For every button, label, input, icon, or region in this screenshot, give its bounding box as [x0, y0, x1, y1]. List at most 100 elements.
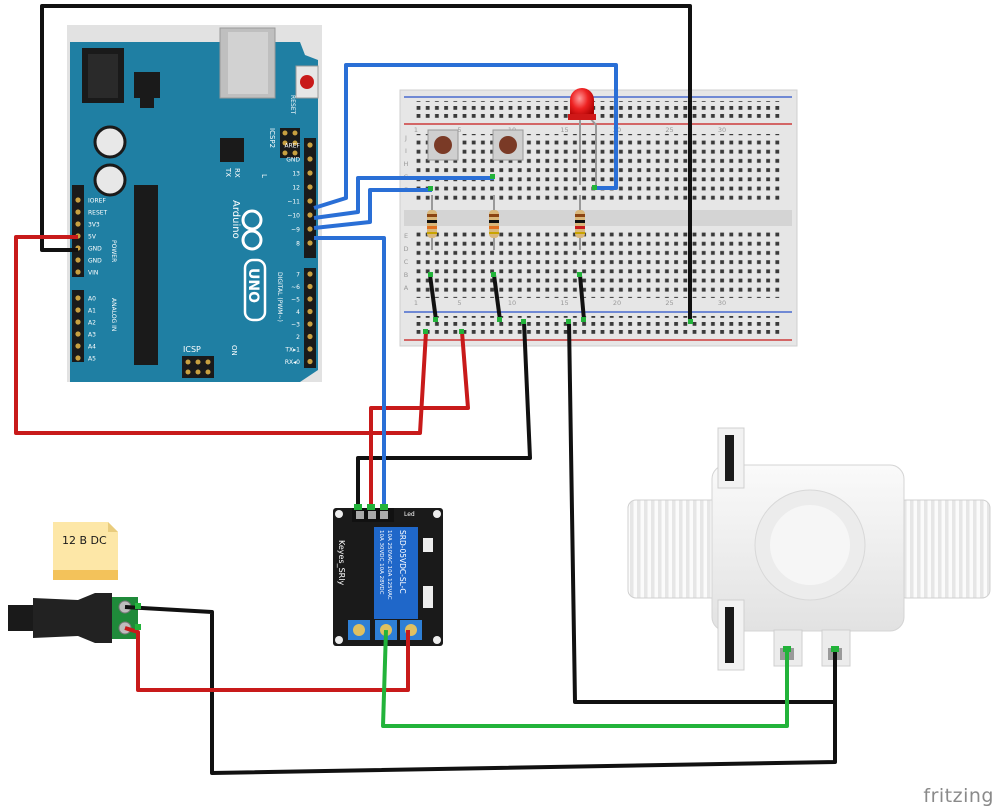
pin-label: TX▸1	[284, 347, 300, 354]
pin-label: A0	[88, 296, 96, 303]
wire-blue	[313, 63, 618, 508]
column-number: 15	[560, 126, 568, 134]
column-number: 25	[665, 299, 673, 307]
dc-power-jack	[8, 593, 138, 643]
header-pin	[75, 295, 81, 301]
push-button	[492, 129, 524, 161]
wire-blue-btn1	[313, 176, 494, 220]
relay-rating-1: 10A 250VAC 10A 125VAC	[386, 530, 392, 600]
header-pin	[307, 283, 313, 290]
capacitor	[93, 125, 127, 159]
resistor	[427, 195, 437, 250]
bottom-terminal-strip	[412, 232, 782, 298]
row-letter: J	[404, 134, 407, 142]
wire-black-jack-valve	[124, 605, 837, 775]
pin-label: RX◂0	[285, 359, 300, 366]
pin-label: 7	[296, 272, 300, 279]
digital-header-2	[304, 268, 316, 368]
capacitor	[93, 163, 127, 197]
pin-label: 4	[296, 309, 300, 316]
wire-black-btn1	[428, 274, 438, 321]
pin-label: A3	[88, 332, 96, 339]
wire-red-jack	[124, 626, 410, 692]
power-supply-label: 12 В DC	[53, 522, 118, 580]
pin-label: ~6	[291, 284, 300, 291]
pin-label: 2	[296, 334, 300, 341]
pin-label: 5V	[88, 234, 97, 241]
pin-label: GND	[88, 258, 102, 265]
analog-header	[72, 290, 84, 362]
wire-black-valve-gnd	[567, 321, 837, 704]
wire-blue-btn2	[313, 188, 432, 230]
top-rail	[412, 101, 782, 119]
pin-label: ~5	[291, 297, 300, 304]
header-pin	[75, 331, 81, 337]
column-number: 30	[718, 299, 726, 307]
wire-green	[381, 629, 789, 728]
header-pin	[307, 212, 313, 218]
pin-label: VIN	[88, 270, 98, 277]
center-channel	[404, 210, 792, 226]
power-header	[72, 185, 84, 277]
header-pin	[307, 296, 313, 302]
connection-dots	[135, 174, 839, 652]
tx-label: TX	[224, 167, 232, 177]
analog-label: ANALOG IN	[110, 298, 117, 331]
column-number: 1	[414, 126, 418, 134]
header-pin	[75, 307, 81, 313]
solenoid-valve	[627, 427, 991, 671]
pin-label: GND	[286, 157, 300, 164]
header-pin	[307, 271, 313, 277]
icsp-label: ICSP	[183, 345, 201, 354]
arduino-board	[70, 42, 318, 382]
header-pin	[75, 343, 81, 349]
relay-rating-2: 10A 30VDC 10A 28VDC	[378, 530, 384, 595]
wire-red-relay-vcc	[369, 331, 470, 508]
column-number: 5	[457, 126, 461, 134]
arduino-uno: RESET ICSP2 TX RX L Arduino UNO ICSP ON …	[67, 25, 322, 382]
pin-label: 8	[296, 241, 300, 248]
resistor	[575, 195, 585, 250]
brand-label: Arduino	[230, 200, 241, 239]
wire-black-relay-gnd	[356, 321, 532, 508]
valve-thread-left	[627, 499, 721, 599]
pin-label: RESET	[88, 210, 108, 217]
pin-label: ~3	[291, 322, 300, 329]
wire-black-gnd-top	[40, 4, 692, 322]
header-pin	[307, 170, 313, 176]
l-label: L	[260, 174, 268, 178]
pin-label: A1	[88, 308, 96, 315]
pin-label: 3V3	[88, 222, 100, 229]
bottom-rail	[412, 316, 782, 334]
wire-blue-relay-in	[314, 236, 386, 508]
header-pin	[75, 197, 81, 203]
column-number: 30	[718, 126, 726, 134]
header-pin	[75, 269, 81, 275]
fritzing-watermark: fritzing	[923, 785, 994, 807]
column-number: 20	[613, 299, 621, 307]
column-number: 10	[508, 299, 516, 307]
wire-black	[40, 4, 837, 775]
valve-thread-right	[897, 499, 991, 599]
header-pin	[307, 333, 313, 340]
wire-black-led	[578, 274, 586, 321]
wire-green-valve	[381, 629, 789, 728]
header-pin	[75, 209, 81, 215]
pin-label: 13	[292, 171, 300, 178]
wire-red	[14, 235, 470, 692]
arduino-logo: Arduino UNO	[230, 200, 267, 322]
relay-brand: Keyes_SRly	[337, 540, 346, 585]
pin-label: AREF	[284, 143, 300, 150]
column-number: 1	[414, 299, 418, 307]
column-number: 25	[665, 126, 673, 134]
on-led-label: ON	[230, 345, 238, 356]
header-pin	[75, 257, 81, 263]
rx-label: RX	[233, 168, 241, 178]
header-pin	[75, 355, 81, 361]
atmega-chip	[134, 185, 158, 365]
push-button	[427, 129, 459, 161]
relay-model: SRD-05VDC-SL-C	[398, 530, 407, 594]
pin-label: ~11	[287, 199, 300, 206]
row-letter: I	[405, 147, 407, 155]
